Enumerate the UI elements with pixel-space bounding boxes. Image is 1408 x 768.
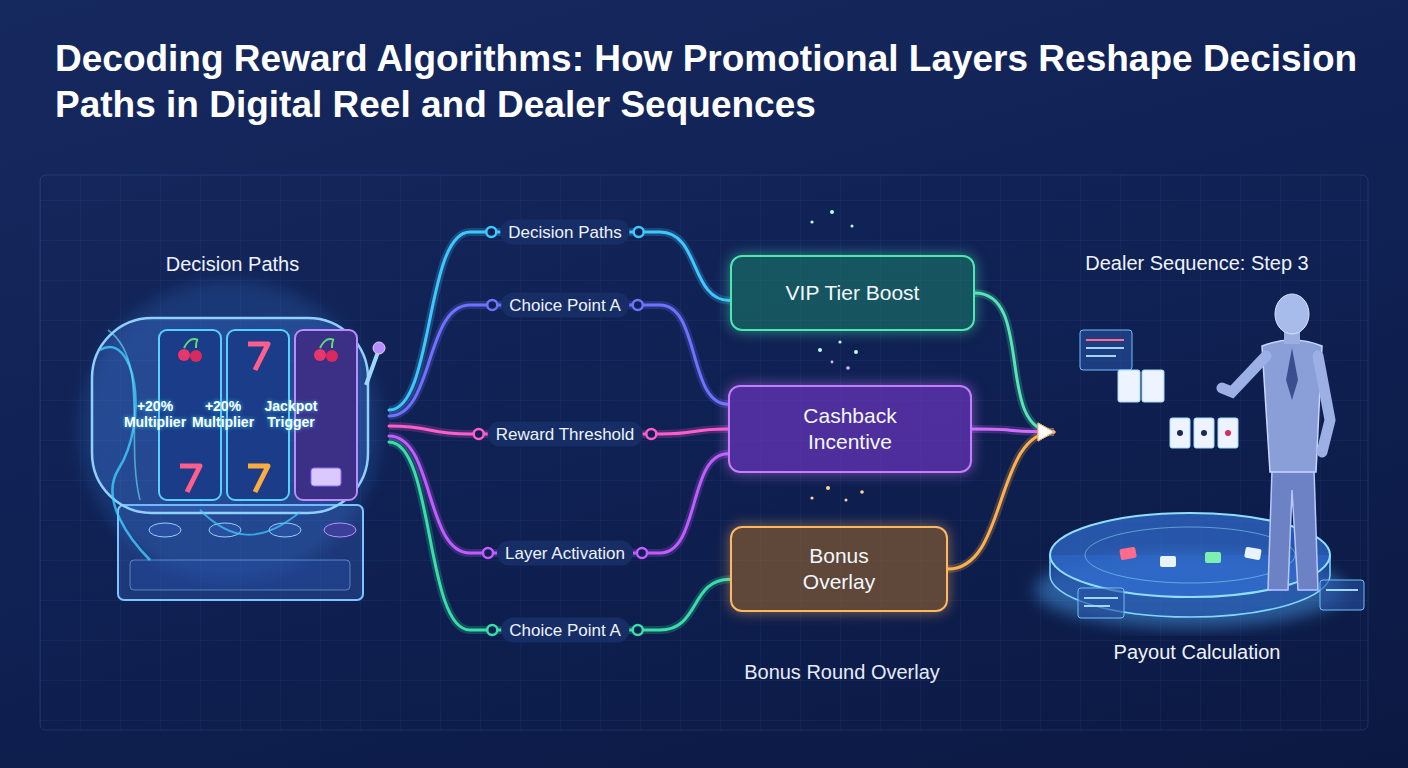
process-box: Bonus Overlay	[730, 526, 948, 612]
process-box: Cashback Incentive	[728, 385, 972, 473]
grid-panel	[40, 175, 1368, 730]
edge-label: Layer Activation	[497, 541, 633, 566]
reel-label: +20% Multiplier	[190, 398, 256, 430]
seven-symbol	[248, 344, 268, 370]
path-node-dot	[474, 429, 484, 439]
cherry-symbol	[178, 339, 202, 362]
connector	[975, 293, 1054, 441]
annotation-label: Bonus Round Overlay	[744, 660, 940, 684]
seven-symbol	[180, 466, 200, 492]
path-node-dot	[487, 300, 497, 310]
path-node-dot	[483, 548, 493, 558]
path-node-dot	[634, 227, 644, 237]
connector-line	[975, 293, 1054, 432]
edge-label: Choice Point A	[501, 618, 629, 643]
path-node-dot	[486, 227, 496, 237]
connector	[389, 442, 730, 635]
connector-glow	[389, 436, 728, 553]
path-node-dot	[637, 548, 647, 558]
reel-label: Jackpot Trigger	[258, 398, 324, 430]
edge-label: Decision Paths	[500, 220, 629, 245]
cherry-symbol	[314, 339, 338, 362]
edge-label: Choice Point A	[501, 293, 629, 318]
arrow-head	[1038, 423, 1054, 441]
arrow-head	[1038, 423, 1054, 441]
connector-glow	[389, 442, 730, 630]
title-heading: Decoding Reward Algorithms: How Promotio…	[55, 36, 1375, 128]
box-label: Cashback Incentive	[780, 403, 920, 455]
node-caption: Payout Calculation	[1054, 640, 1340, 664]
connector-glow	[975, 293, 1054, 432]
connector-line	[389, 436, 728, 553]
slot-machine	[80, 280, 385, 600]
reel-label: +20% Multiplier	[122, 398, 188, 430]
bar-symbol	[311, 468, 341, 486]
path-node-dot	[633, 625, 643, 635]
process-box: VIP Tier Boost	[730, 255, 975, 331]
seven-symbol	[248, 466, 268, 492]
node-heading: Decision Paths	[76, 252, 389, 276]
dealer-node: Dealer Sequence: Step 3 Payout Calculatio…	[1054, 245, 1340, 670]
connector	[972, 423, 1054, 441]
node-heading: Dealer Sequence: Step 3	[1054, 251, 1340, 275]
slot-machine-node: Decision Paths +20% Multiplier+20% Multip…	[76, 250, 389, 605]
edge-label: Reward Threshold	[488, 422, 643, 447]
dealer-figure	[1222, 294, 1330, 590]
connector-line	[389, 442, 730, 630]
path-node-dot	[633, 300, 643, 310]
path-node-dot	[646, 429, 656, 439]
connector-line	[389, 305, 728, 416]
connector-glow	[389, 305, 728, 416]
box-label: Bonus Overlay	[784, 543, 894, 595]
arrow-head	[1038, 423, 1054, 441]
path-node-dot	[487, 625, 497, 635]
box-label: VIP Tier Boost	[786, 280, 920, 306]
dealer-table	[1035, 330, 1364, 628]
